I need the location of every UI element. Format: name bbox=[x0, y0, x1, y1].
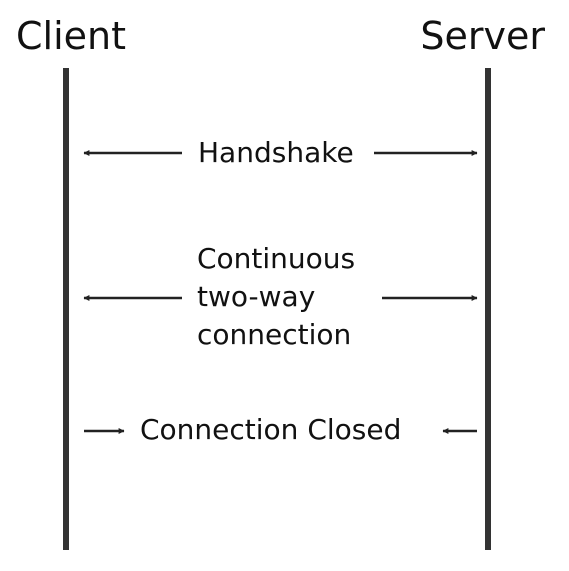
connection-closed-label: Connection Closed bbox=[140, 411, 401, 449]
handshake-label-line: Handshake bbox=[198, 136, 354, 169]
closed-label-line: Connection Closed bbox=[140, 413, 402, 446]
handshake-label: Handshake bbox=[198, 134, 354, 172]
server-label: Server bbox=[420, 14, 545, 58]
continuous-connection-label: Continuous two-way connection bbox=[197, 240, 355, 354]
continuous-label-line-3: connection bbox=[197, 318, 352, 351]
server-lifeline bbox=[485, 68, 491, 550]
client-label: Client bbox=[16, 14, 127, 58]
continuous-label-line-1: Continuous bbox=[197, 242, 356, 275]
continuous-label-line-2: two-way bbox=[197, 280, 316, 313]
client-lifeline bbox=[63, 68, 69, 550]
